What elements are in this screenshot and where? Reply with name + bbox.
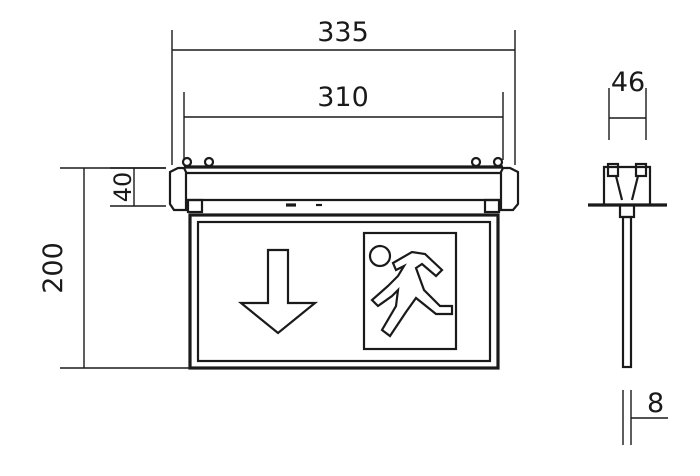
mount-width-label: 310 [317,82,369,113]
dimension-mount-width: 310 [183,82,504,160]
down-arrow-icon [237,248,319,335]
dimension-side-depth: 46 [608,67,647,140]
side-depth-label: 46 [611,67,645,98]
overall-width-label: 335 [317,17,369,48]
running-man-exit-icon [362,231,458,351]
side-view [588,162,667,369]
height-label: 200 [38,242,69,294]
dimension-overall-width: 335 [171,17,516,165]
dimension-height: 200 [38,167,190,369]
housing-height-label: 40 [109,172,137,203]
panel-thickness-label: 8 [647,388,664,419]
top-housing [168,156,520,214]
sign-panel [188,213,500,370]
dimension-housing-height: 40 [109,167,166,207]
dimension-panel-thickness: 8 [622,388,668,445]
